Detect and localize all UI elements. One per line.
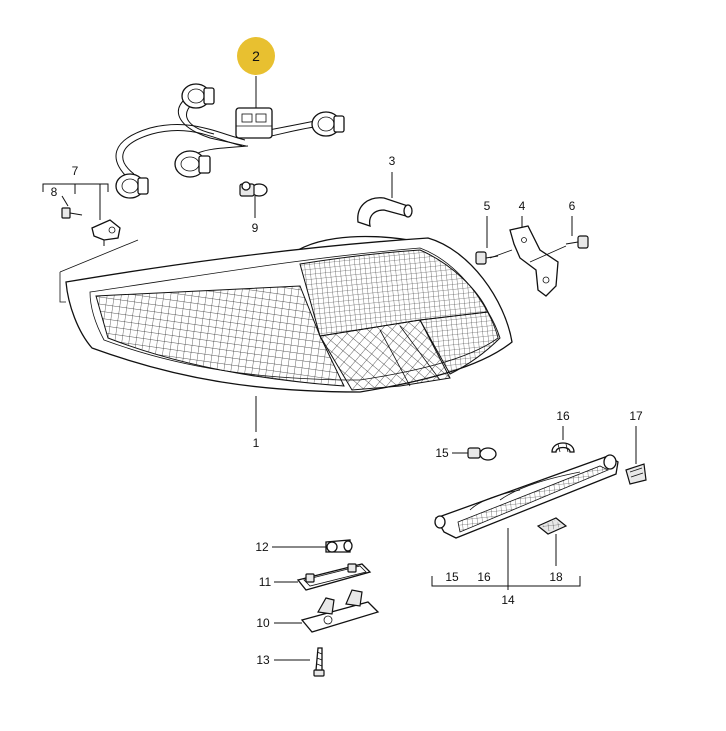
pad-18 bbox=[536, 517, 568, 566]
hose-3: 3 bbox=[357, 154, 413, 227]
bracket-7: 7 8 bbox=[42, 164, 121, 246]
label-11: 11 bbox=[259, 575, 272, 589]
label-9: 9 bbox=[252, 221, 259, 235]
highlight-badge bbox=[237, 37, 275, 75]
tail-lamp-1: 1 bbox=[59, 235, 513, 450]
clip-16: 16 bbox=[551, 409, 575, 453]
label-3: 3 bbox=[389, 154, 396, 168]
label-12: 12 bbox=[255, 540, 269, 554]
bulb-12: 12 bbox=[255, 539, 353, 554]
screw-13: 13 bbox=[256, 647, 325, 677]
label-13: 13 bbox=[256, 653, 270, 667]
label-14: 14 bbox=[501, 593, 515, 607]
label-17: 17 bbox=[629, 409, 643, 423]
screw-8 bbox=[61, 207, 83, 219]
label-6: 6 bbox=[569, 199, 576, 213]
label-10: 10 bbox=[256, 616, 270, 630]
screw-6: 6 bbox=[565, 199, 589, 249]
lens-11: 11 bbox=[259, 563, 372, 591]
bracket-4: 4 bbox=[489, 199, 567, 297]
wiring-harness: 2 bbox=[115, 37, 345, 199]
label-5: 5 bbox=[484, 199, 491, 213]
brake-light-bar-14: 15 16 18 14 bbox=[431, 454, 619, 607]
label-16: 16 bbox=[556, 409, 570, 423]
bulb-15: 15 bbox=[435, 446, 497, 461]
housing-10: 10 bbox=[256, 589, 380, 633]
end-cap-17: 17 bbox=[625, 409, 647, 485]
label-8: 8 bbox=[51, 185, 58, 199]
label-15: 15 bbox=[435, 446, 449, 460]
label-1: 1 bbox=[253, 436, 260, 450]
label-14-sub-15: 15 bbox=[445, 570, 459, 584]
label-7: 7 bbox=[72, 164, 79, 178]
screw-5: 5 bbox=[475, 199, 499, 265]
label-2: 2 bbox=[252, 48, 260, 64]
label-4: 4 bbox=[519, 199, 526, 213]
label-14-sub-18: 18 bbox=[549, 570, 563, 584]
bulb-9: 9 bbox=[239, 181, 268, 235]
label-14-sub-16: 16 bbox=[477, 570, 491, 584]
